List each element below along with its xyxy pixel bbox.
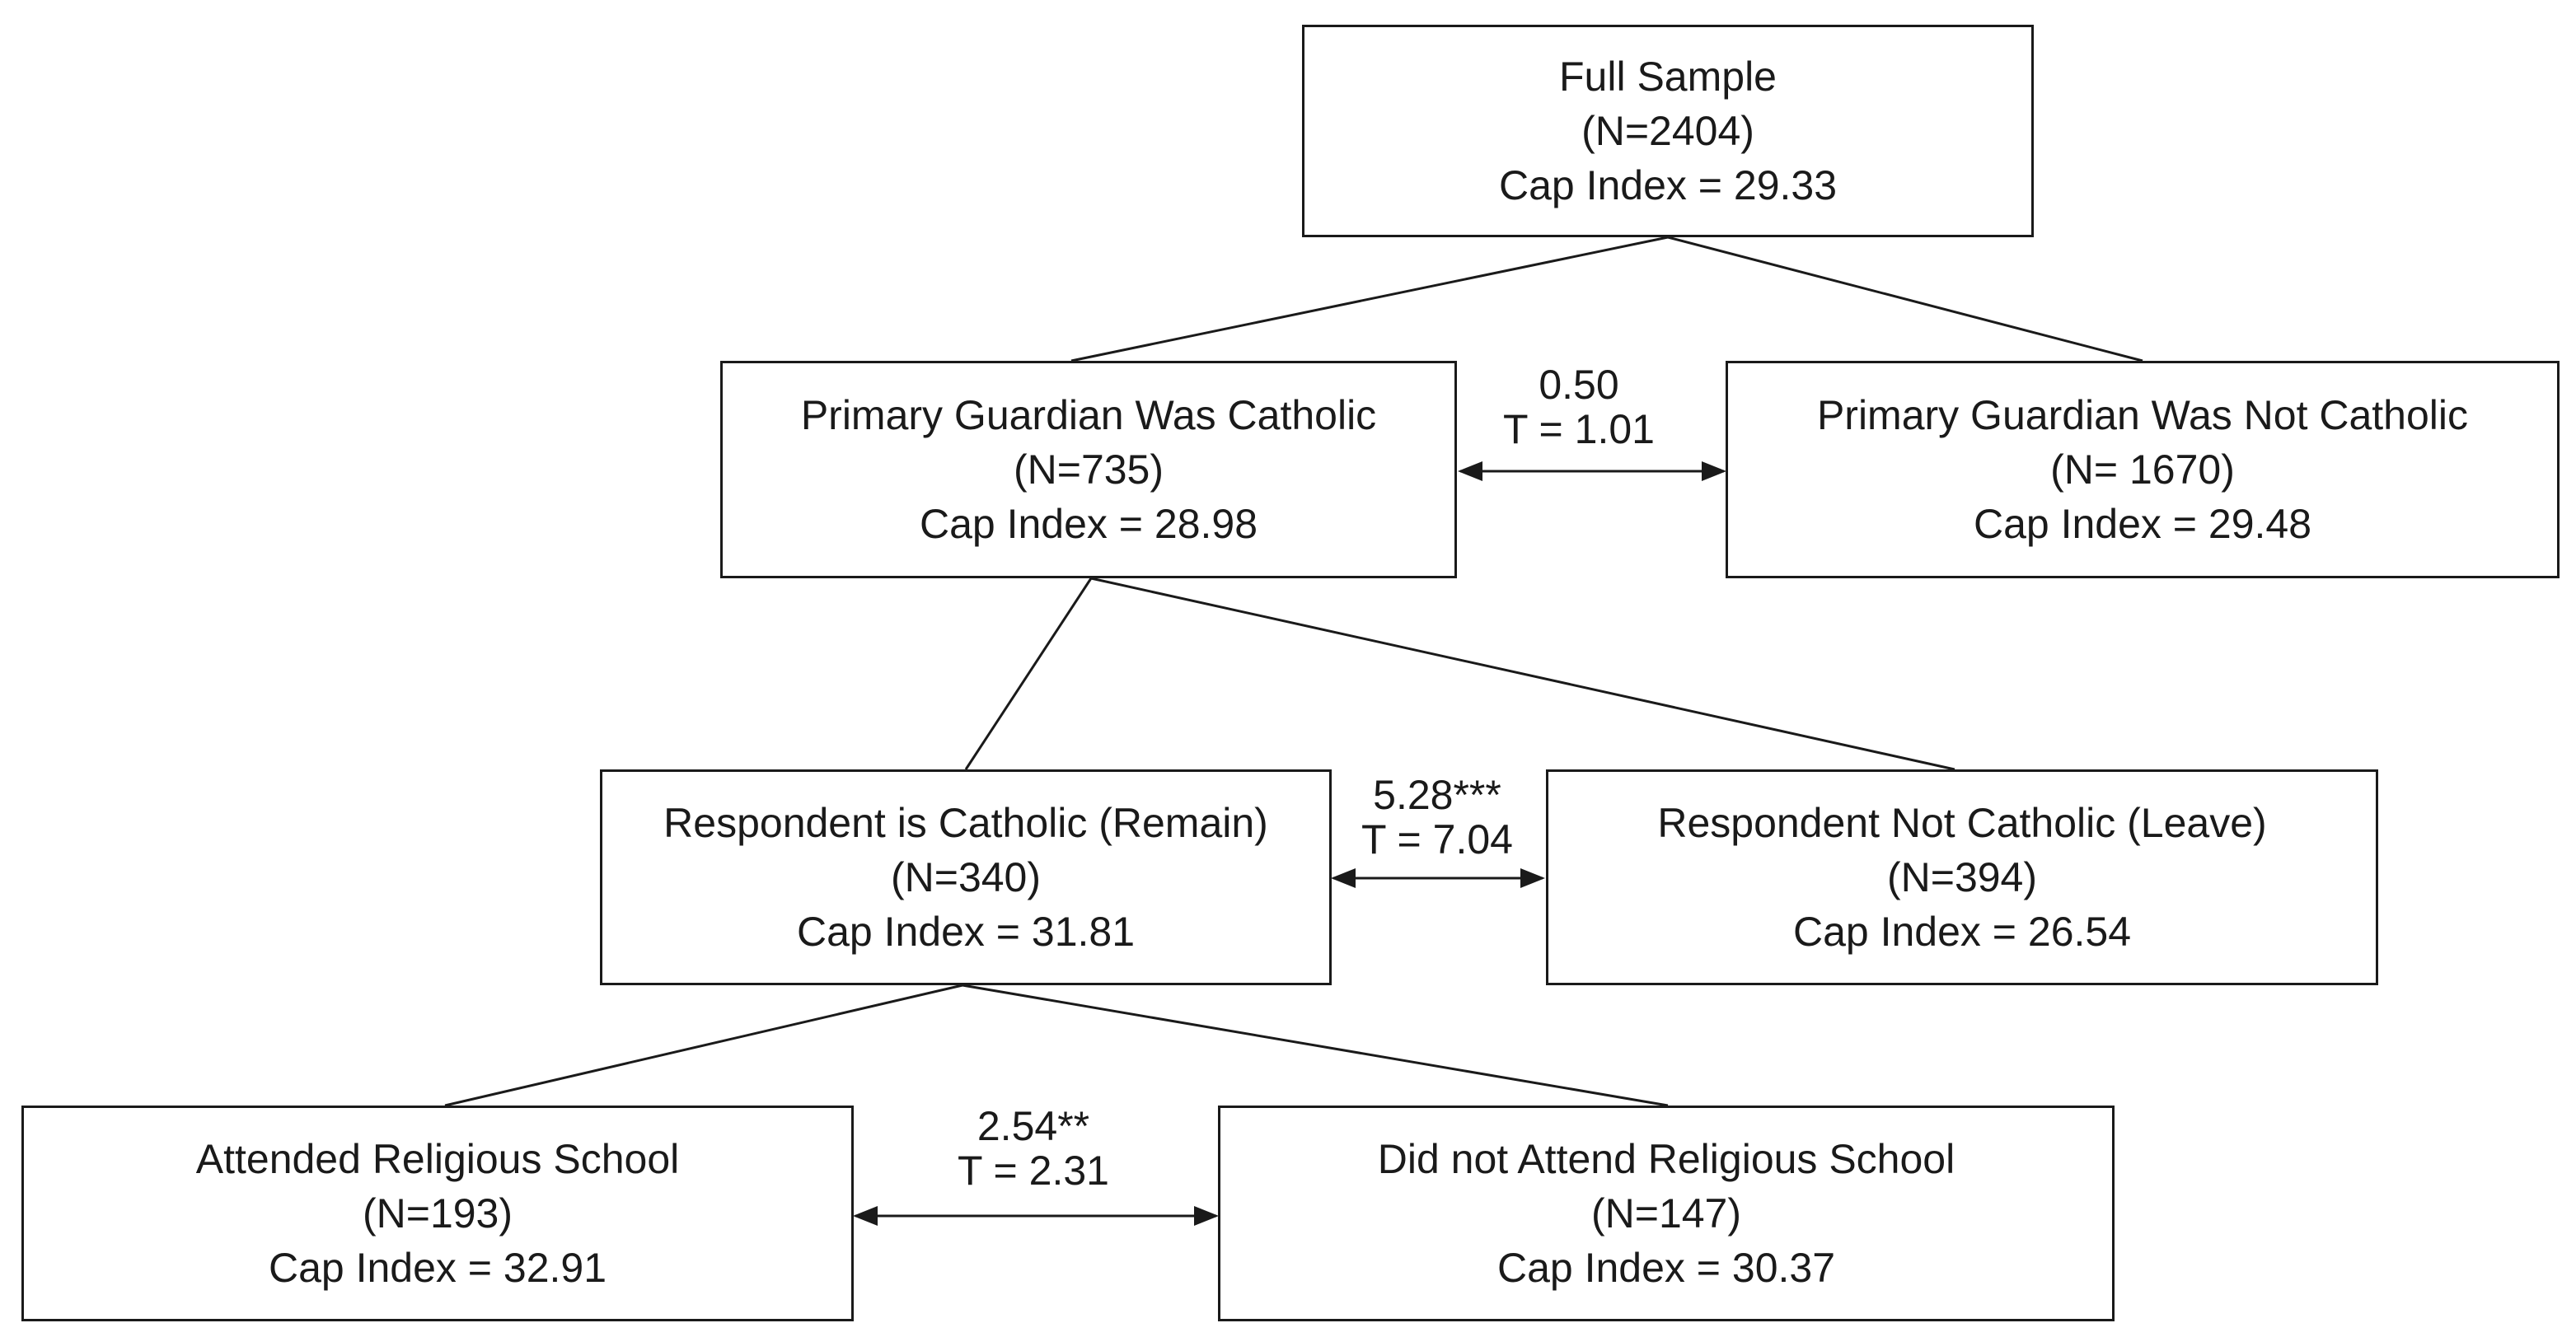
node-title: Respondent Not Catholic (Leave) xyxy=(1657,800,2267,846)
node-guardian-catholic: Primary Guardian Was Catholic (N=735) Ca… xyxy=(720,361,1457,578)
node-religious-school: Attended Religious School (N=193) Cap In… xyxy=(21,1106,854,1321)
comparison-difference: 0.50 xyxy=(1539,362,1619,408)
comparison-respondent: 5.28*** T = 7.04 xyxy=(1361,773,1513,862)
edge-respondent-to-religious-school xyxy=(444,984,963,1107)
node-title: Attended Religious School xyxy=(195,1136,680,1182)
comparison-t-statistic: T = 7.04 xyxy=(1361,816,1513,863)
node-cap-index: Cap Index = 31.81 xyxy=(796,909,1136,955)
node-full-sample: Full Sample (N=2404) Cap Index = 29.33 xyxy=(1302,25,2034,237)
node-sample-size: (N=735) xyxy=(1013,446,1164,493)
node-no-religious-school: Did not Attend Religious School (N=147) … xyxy=(1218,1106,2115,1321)
node-guardian-not-catholic: Primary Guardian Was Not Catholic (N= 16… xyxy=(1726,361,2560,578)
edge-guardian-to-respondent-not-catholic xyxy=(1090,577,1955,771)
node-cap-index: Cap Index = 28.98 xyxy=(919,501,1258,547)
node-cap-index: Cap Index = 26.54 xyxy=(1792,909,2132,955)
edge-respondent-to-no-religious-school xyxy=(962,984,1669,1107)
node-title: Full Sample xyxy=(1559,54,1777,100)
comparison-difference: 2.54** xyxy=(977,1103,1090,1149)
node-cap-index: Cap Index = 29.48 xyxy=(1973,501,2312,547)
node-sample-size: (N= 1670) xyxy=(2050,446,2235,493)
comparison-school: 2.54** T = 2.31 xyxy=(958,1104,1109,1193)
node-sample-size: (N=193) xyxy=(362,1190,513,1236)
comparison-t-statistic: T = 1.01 xyxy=(1503,406,1655,452)
node-sample-size: (N=340) xyxy=(890,854,1042,900)
node-title: Primary Guardian Was Not Catholic xyxy=(1816,392,2469,438)
edge-full-to-guardian-not-catholic xyxy=(1667,236,2143,362)
comparison-t-statistic: T = 2.31 xyxy=(958,1148,1109,1194)
node-cap-index: Cap Index = 29.33 xyxy=(1498,162,1838,208)
node-title: Did not Attend Religious School xyxy=(1377,1136,1955,1182)
edge-guardian-to-respondent-catholic xyxy=(964,577,1093,770)
node-cap-index: Cap Index = 30.37 xyxy=(1496,1245,1836,1291)
comparison-guardian: 0.50 T = 1.01 xyxy=(1503,362,1655,451)
node-respondent-catholic: Respondent is Catholic (Remain) (N=340) … xyxy=(600,769,1332,985)
comparison-difference: 5.28*** xyxy=(1373,772,1501,818)
node-sample-size: (N=147) xyxy=(1590,1190,1742,1236)
node-cap-index: Cap Index = 32.91 xyxy=(268,1245,607,1291)
node-title: Respondent is Catholic (Remain) xyxy=(663,800,1268,846)
node-title: Primary Guardian Was Catholic xyxy=(800,392,1377,438)
node-sample-size: (N=394) xyxy=(1886,854,2038,900)
edge-full-to-guardian-catholic xyxy=(1070,236,1669,362)
node-sample-size: (N=2404) xyxy=(1581,108,1754,154)
node-respondent-not-catholic: Respondent Not Catholic (Leave) (N=394) … xyxy=(1546,769,2378,985)
